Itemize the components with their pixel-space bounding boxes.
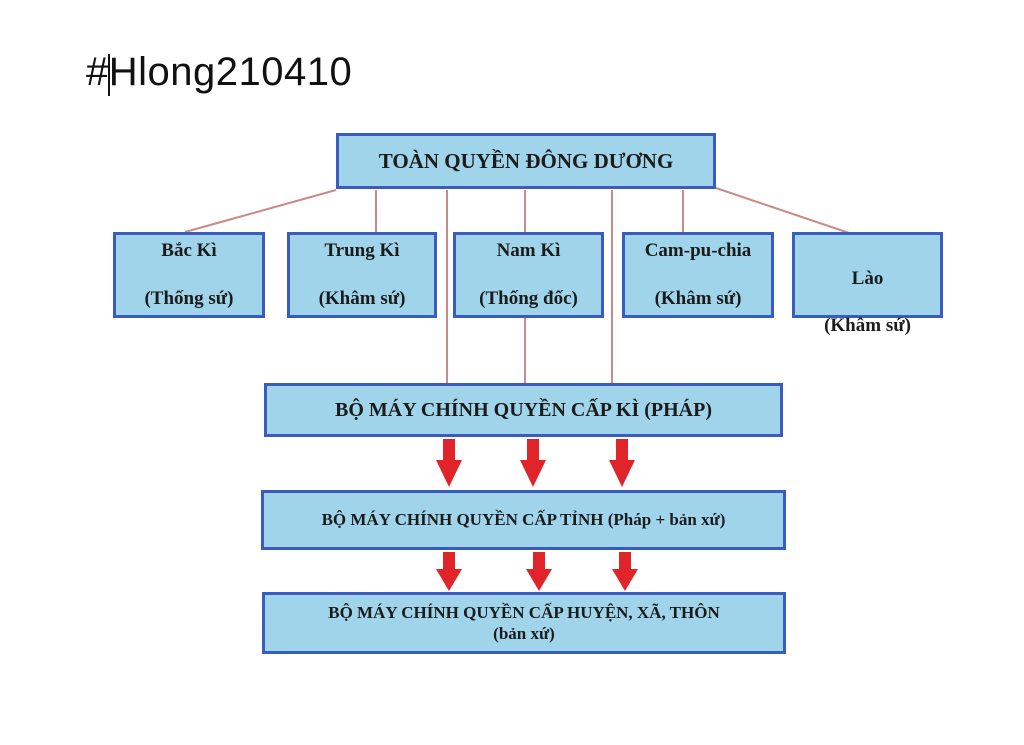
level-huyen-label: BỘ MÁY CHÍNH QUYỀN CẤP HUYỆN, XÃ, THÔN [328, 602, 720, 622]
arrow-down-icon [520, 439, 546, 487]
level-ki-box: BỘ MÁY CHÍNH QUYỀN CẤP KÌ (PHÁP) [264, 383, 783, 437]
connector-lao [715, 187, 859, 237]
region-box-bac-ki: Bắc Kì (Thống sứ) [113, 232, 265, 318]
region-role: (Thống sứ) [144, 287, 234, 309]
level-huyen-box: BỘ MÁY CHÍNH QUYỀN CẤP HUYỆN, XÃ, THÔN (… [262, 592, 786, 654]
hashtag-title: #Hlong210410 [86, 50, 353, 94]
governor-general-label: TOÀN QUYỀN ĐÔNG DƯƠNG [378, 148, 674, 173]
region-role: (Thống đốc) [479, 287, 578, 309]
region-box-lao: Lào (Khâm sứ) [792, 232, 943, 336]
arrow-down-icon [612, 552, 638, 591]
level-tinh-box: BỘ MÁY CHÍNH QUYỀN CẤP TỈNH (Pháp + bản … [261, 490, 786, 550]
region-role: (Khâm sứ) [318, 287, 406, 309]
arrow-down-icon [526, 552, 552, 591]
region-name: Lào [851, 267, 884, 289]
region-name: Bắc Kì [161, 240, 217, 262]
governor-general-box: TOÀN QUYỀN ĐÔNG DƯƠNG [336, 133, 716, 189]
level-ki-label: BỘ MÁY CHÍNH QUYỀN CẤP KÌ (PHÁP) [334, 398, 713, 421]
text-cursor [108, 54, 110, 96]
region-box-nam-ki: Nam Kì (Thống đốc) [453, 232, 604, 318]
level-tinh-label: BỘ MÁY CHÍNH QUYỀN CẤP TỈNH (Pháp + bản … [321, 510, 726, 530]
arrow-down-icon [436, 552, 462, 591]
region-box-cam-pu-chia: Cam-pu-chia (Khâm sứ) [622, 232, 774, 318]
region-box-trung-ki: Trung Kì (Khâm sứ) [287, 232, 437, 318]
region-role: (Khâm sứ) [824, 315, 911, 337]
level-huyen-sublabel: (bản xứ) [493, 624, 555, 643]
region-name: Nam Kì [496, 240, 561, 262]
region-name: Trung Kì [324, 240, 400, 262]
region-name: Cam-pu-chia [644, 240, 752, 262]
arrow-down-icon [609, 439, 635, 487]
region-role: (Khâm sứ) [654, 287, 742, 309]
connector-bac-ki [184, 189, 337, 233]
arrow-down-icon [436, 439, 462, 487]
